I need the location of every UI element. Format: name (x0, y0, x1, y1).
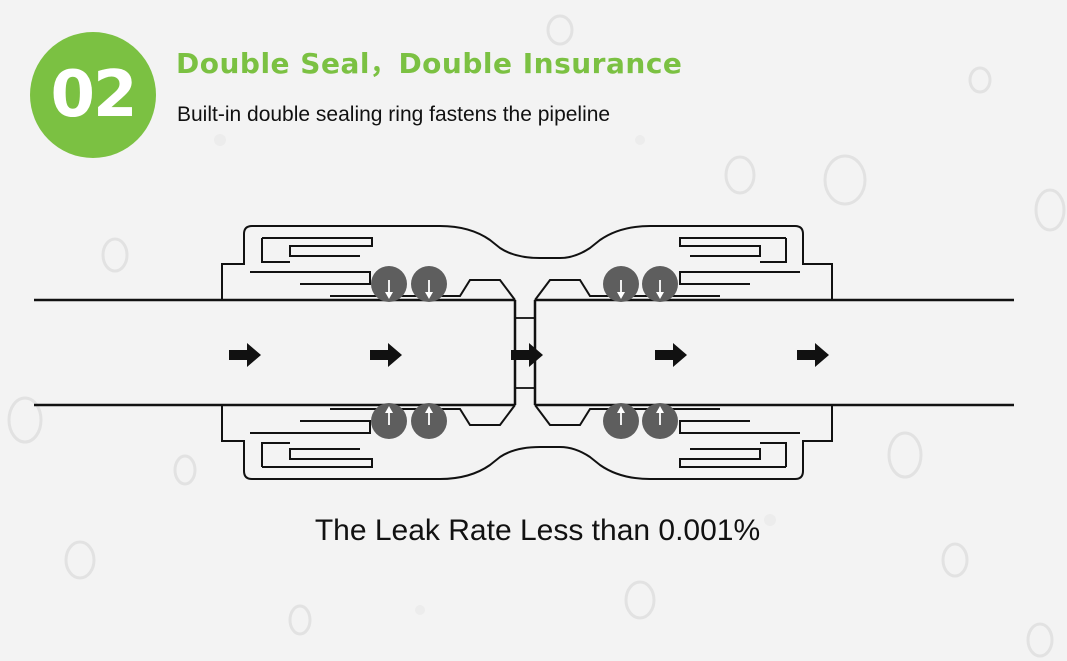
headline: Double Seal，Double Insurance (176, 47, 683, 80)
leak-rate-caption: The Leak Rate Less than 0.001% (314, 514, 761, 547)
step-number-badge: 02 (30, 32, 156, 158)
flow-arrow-icon (229, 343, 261, 367)
flow-arrow-icon (655, 343, 687, 367)
flow-arrow-icon (370, 343, 402, 367)
pipe-coupling-diagram (34, 225, 1014, 480)
seal-pressure-arrows (385, 280, 664, 425)
flow-arrow-icon (797, 343, 829, 367)
step-number: 02 (50, 58, 137, 132)
subheadline: Built-in double sealing ring fastens the… (177, 103, 611, 126)
flow-arrows (229, 343, 829, 367)
coupling-body-bottom (221, 404, 833, 480)
coupling-body-top (221, 225, 833, 301)
